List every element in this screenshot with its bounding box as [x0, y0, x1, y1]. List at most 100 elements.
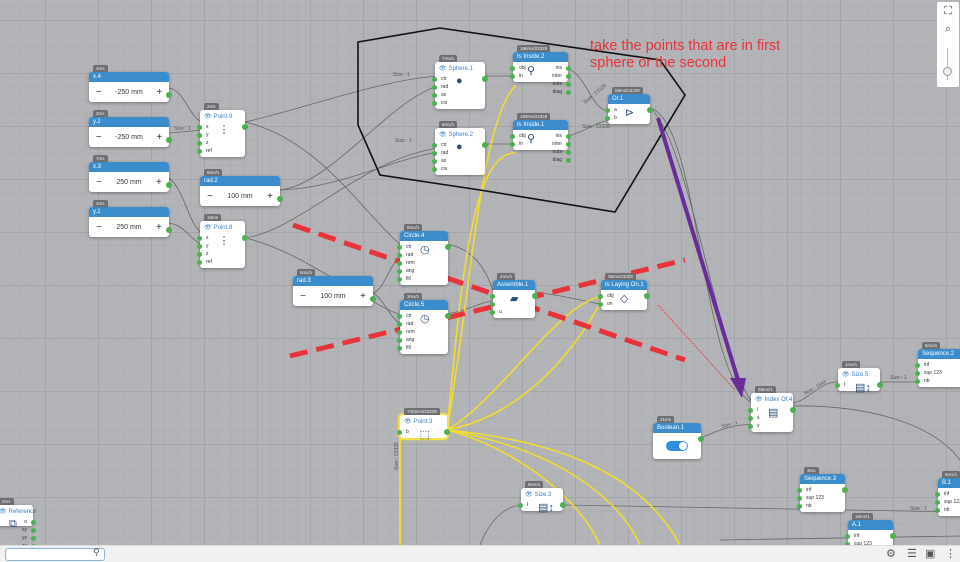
output-port[interactable]: ins [535, 132, 571, 140]
input-port[interactable]: b [397, 428, 447, 436]
input-port[interactable]: sup 123 [915, 369, 960, 377]
output-port[interactable] [242, 235, 248, 241]
output-port[interactable] [370, 296, 376, 302]
input-port[interactable]: ctr [432, 141, 485, 149]
input-port[interactable]: x [197, 123, 245, 131]
input-port[interactable]: on [598, 300, 647, 308]
increment-button[interactable]: + [155, 221, 162, 233]
output-port[interactable] [877, 382, 883, 388]
input-port[interactable]: cis [432, 99, 485, 107]
input-port[interactable]: sup 123 [845, 540, 893, 545]
input-port[interactable]: inf [797, 486, 845, 494]
decrement-button[interactable]: − [96, 176, 102, 188]
input-port[interactable]: ctr [432, 75, 485, 83]
input-port[interactable]: in [510, 72, 568, 80]
input-port[interactable]: ang [397, 336, 448, 344]
input-port[interactable]: ctr [397, 312, 448, 320]
output-port[interactable] [166, 137, 172, 143]
output-port[interactable]: zx [10, 542, 36, 545]
input-port[interactable]: ref [197, 147, 245, 155]
input-port[interactable]: ctr [397, 243, 448, 251]
output-port[interactable]: outs [535, 148, 571, 156]
increment-button[interactable]: + [156, 86, 163, 98]
slider-value[interactable]: 250 mm [116, 178, 142, 186]
output-port[interactable] [560, 502, 566, 508]
output-port[interactable]: ins [535, 64, 571, 72]
input-port[interactable]: ref [197, 258, 245, 266]
output-port[interactable] [445, 244, 451, 250]
output-port[interactable]: inter [535, 140, 571, 148]
notes-icon[interactable]: ☰ [907, 548, 917, 560]
output-port[interactable] [532, 293, 538, 299]
input-port[interactable]: sup 123 [797, 494, 845, 502]
eye-icon[interactable]: 👁 [439, 66, 447, 72]
eye-icon[interactable]: 👁 [204, 114, 212, 120]
input-port[interactable]: rad [432, 149, 485, 157]
output-port[interactable]: diag [535, 88, 571, 96]
zoom-slider-track[interactable] [947, 48, 948, 80]
input-port[interactable]: y [197, 131, 245, 139]
input-port[interactable]: l [518, 501, 563, 509]
output-port[interactable] [242, 124, 248, 130]
output-port[interactable] [445, 313, 451, 319]
output-port[interactable] [277, 196, 283, 202]
image-icon[interactable]: ▣ [925, 548, 936, 560]
output-port[interactable] [647, 107, 653, 113]
decrement-button[interactable]: − [95, 131, 102, 143]
output-port[interactable] [842, 487, 848, 493]
input-port[interactable]: obj [510, 64, 568, 72]
input-port[interactable]: b [605, 114, 650, 122]
output-port[interactable]: diag [535, 156, 571, 164]
input-port[interactable]: nb [935, 506, 960, 514]
slider-value[interactable]: 250 mm [116, 223, 142, 231]
settings-icon[interactable]: ⚙ [886, 548, 896, 560]
eye-icon[interactable]: 👁 [525, 492, 533, 498]
input-port[interactable]: v [748, 422, 793, 430]
input-port[interactable]: fill [397, 275, 448, 283]
input-port[interactable]: fill [397, 344, 448, 352]
input-port[interactable]: ang [397, 267, 448, 275]
slider-value[interactable]: 100 mm [227, 192, 253, 200]
output-port[interactable]: inter [535, 72, 571, 80]
input-port[interactable]: ax [432, 157, 485, 165]
eye-icon[interactable]: 👁 [204, 225, 212, 231]
input-port[interactable]: x [197, 234, 245, 242]
input-port[interactable]: z [197, 250, 245, 258]
zoom-slider-thumb[interactable] [943, 67, 952, 76]
input-port[interactable]: sup 123 [935, 498, 960, 506]
input-port[interactable] [490, 300, 535, 308]
eye-icon[interactable]: 👁 [0, 509, 7, 515]
input-port[interactable]: rad [397, 320, 448, 328]
decrement-button[interactable]: − [207, 190, 213, 202]
increment-button[interactable]: + [155, 176, 162, 188]
search-icon[interactable]: ⚲ [93, 547, 100, 557]
output-port[interactable]: xy [10, 526, 36, 534]
output-port[interactable] [482, 142, 488, 148]
input-port[interactable]: rad [397, 251, 448, 259]
output-port[interactable] [482, 76, 488, 82]
input-port[interactable]: cis [432, 165, 485, 173]
